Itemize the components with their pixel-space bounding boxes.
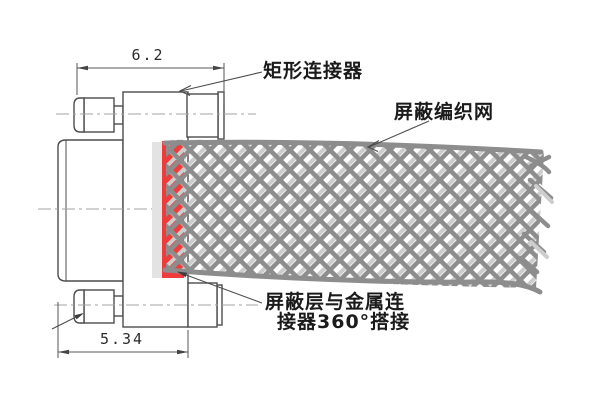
- leader-arrow-icon: [366, 140, 380, 153]
- label-connector: 矩形连接器: [263, 59, 363, 82]
- annotation-lap-joint: 屏蔽层与金属连 接器360°搭接: [177, 271, 410, 333]
- braid-frayed-ends-shadow: [529, 184, 554, 259]
- bottom-jackscrew-head: [83, 289, 115, 324]
- leader-line: [368, 120, 430, 148]
- dim-arrow-right-icon: [213, 65, 224, 71]
- shield-braid-mesh: [162, 139, 554, 295]
- braid-bottom-edge: [162, 267, 543, 295]
- leader-line: [177, 271, 263, 304]
- leader-arrow-icon: [74, 313, 84, 320]
- braid-strands: [166, 139, 544, 288]
- label-lap-line1: 屏蔽层与金属连: [265, 290, 405, 313]
- bottom-jackscrew-leader: [51, 313, 84, 330]
- dim-arrow-left-icon: [77, 65, 88, 71]
- dim-value-top: 6.2: [131, 46, 164, 64]
- dim-value-bottom: 5.34: [100, 330, 144, 348]
- top-jackscrew-cap: [73, 97, 85, 133]
- centerlines: [38, 113, 258, 306]
- top-jackscrew-head: [83, 97, 115, 133]
- dim-arrow-left-icon: [58, 349, 69, 355]
- connector-body: [57, 139, 124, 282]
- dim-arrow-right-icon: [177, 349, 188, 355]
- annotation-connector: 矩形连接器: [178, 59, 363, 97]
- braid-top-edge: [162, 139, 544, 155]
- label-braid: 屏蔽编织网: [394, 100, 494, 123]
- top-backshell: [186, 93, 219, 138]
- bottom-jackscrew-cap: [73, 289, 85, 324]
- dimension-bottom-width: 5.34: [57, 302, 189, 358]
- top-backshell-lip: [217, 91, 225, 140]
- braid-weave: [166, 139, 544, 288]
- dimension-top-width: 6.2: [76, 46, 225, 103]
- annotation-braid: 屏蔽编织网: [366, 100, 494, 153]
- label-lap-line2: 接器360°搭接: [277, 310, 410, 333]
- leader-arrow-icon: [178, 85, 192, 97]
- leader-line: [180, 71, 263, 92]
- leader-arrow-icon: [177, 271, 188, 278]
